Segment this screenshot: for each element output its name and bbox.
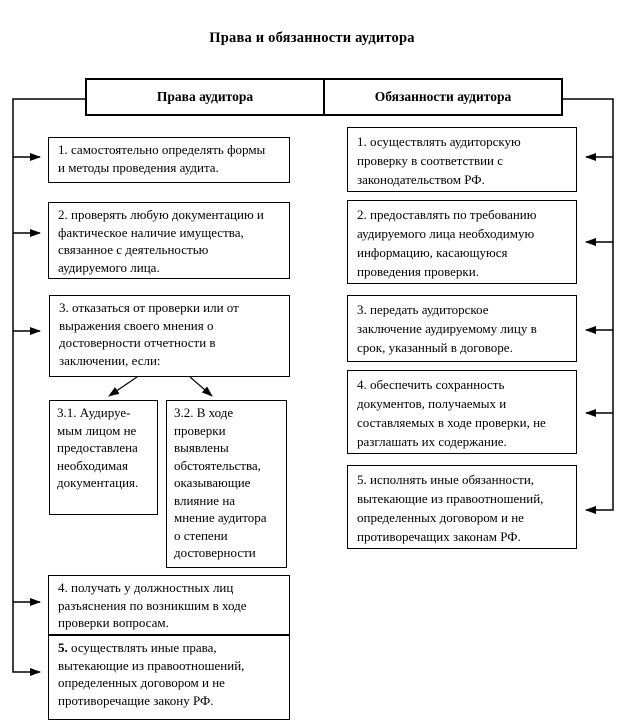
rights-box-1: 1. самостоятельно определять формы и мет…: [48, 137, 290, 183]
rights-box-4: 4. получать у должностных лиц разъяснени…: [48, 575, 290, 635]
duties-box-3: 3. передать аудиторское заключение аудир…: [347, 295, 577, 362]
header-cell-duties: Обязанности аудитора: [374, 89, 512, 104]
duties-box-4: 4. обеспечить сохранность документов, по…: [347, 370, 577, 454]
rights-box-3-1: 3.1. Аудируе- мым лицом не предоставлена…: [49, 400, 158, 515]
rights-box-5: 5. осуществлять иные права, вытекающие и…: [48, 635, 290, 720]
diagram-title: Права и обязанности аудитора: [209, 30, 415, 46]
rights-box-3: 3. отказаться от проверки или от выражен…: [49, 295, 290, 377]
duties-box-5: 5. исполнять иные обязанности, вытекающи…: [347, 465, 577, 549]
arrow-box3-to-box3-1: [108, 376, 138, 397]
duties-box-1: 1. осуществлять аудиторскую проверку в с…: [347, 127, 577, 192]
rights-box-3-2: 3.2. В ходе проверки выявлены обстоятель…: [166, 400, 287, 568]
rights-box-2: 2. проверять любую документацию и фактич…: [48, 202, 290, 279]
header-cell-rights: Права аудитора: [87, 80, 325, 114]
rights-box-5-number: 5.: [58, 640, 68, 655]
rights-box-5-text: осуществлять иные права, вытекающие из п…: [58, 640, 245, 708]
duties-box-2: 2. предоставлять по требованию аудируемо…: [347, 200, 577, 284]
arrow-box3-to-box3-2: [189, 376, 213, 397]
header-table: Права аудитора Обязанности аудитора: [85, 78, 563, 116]
